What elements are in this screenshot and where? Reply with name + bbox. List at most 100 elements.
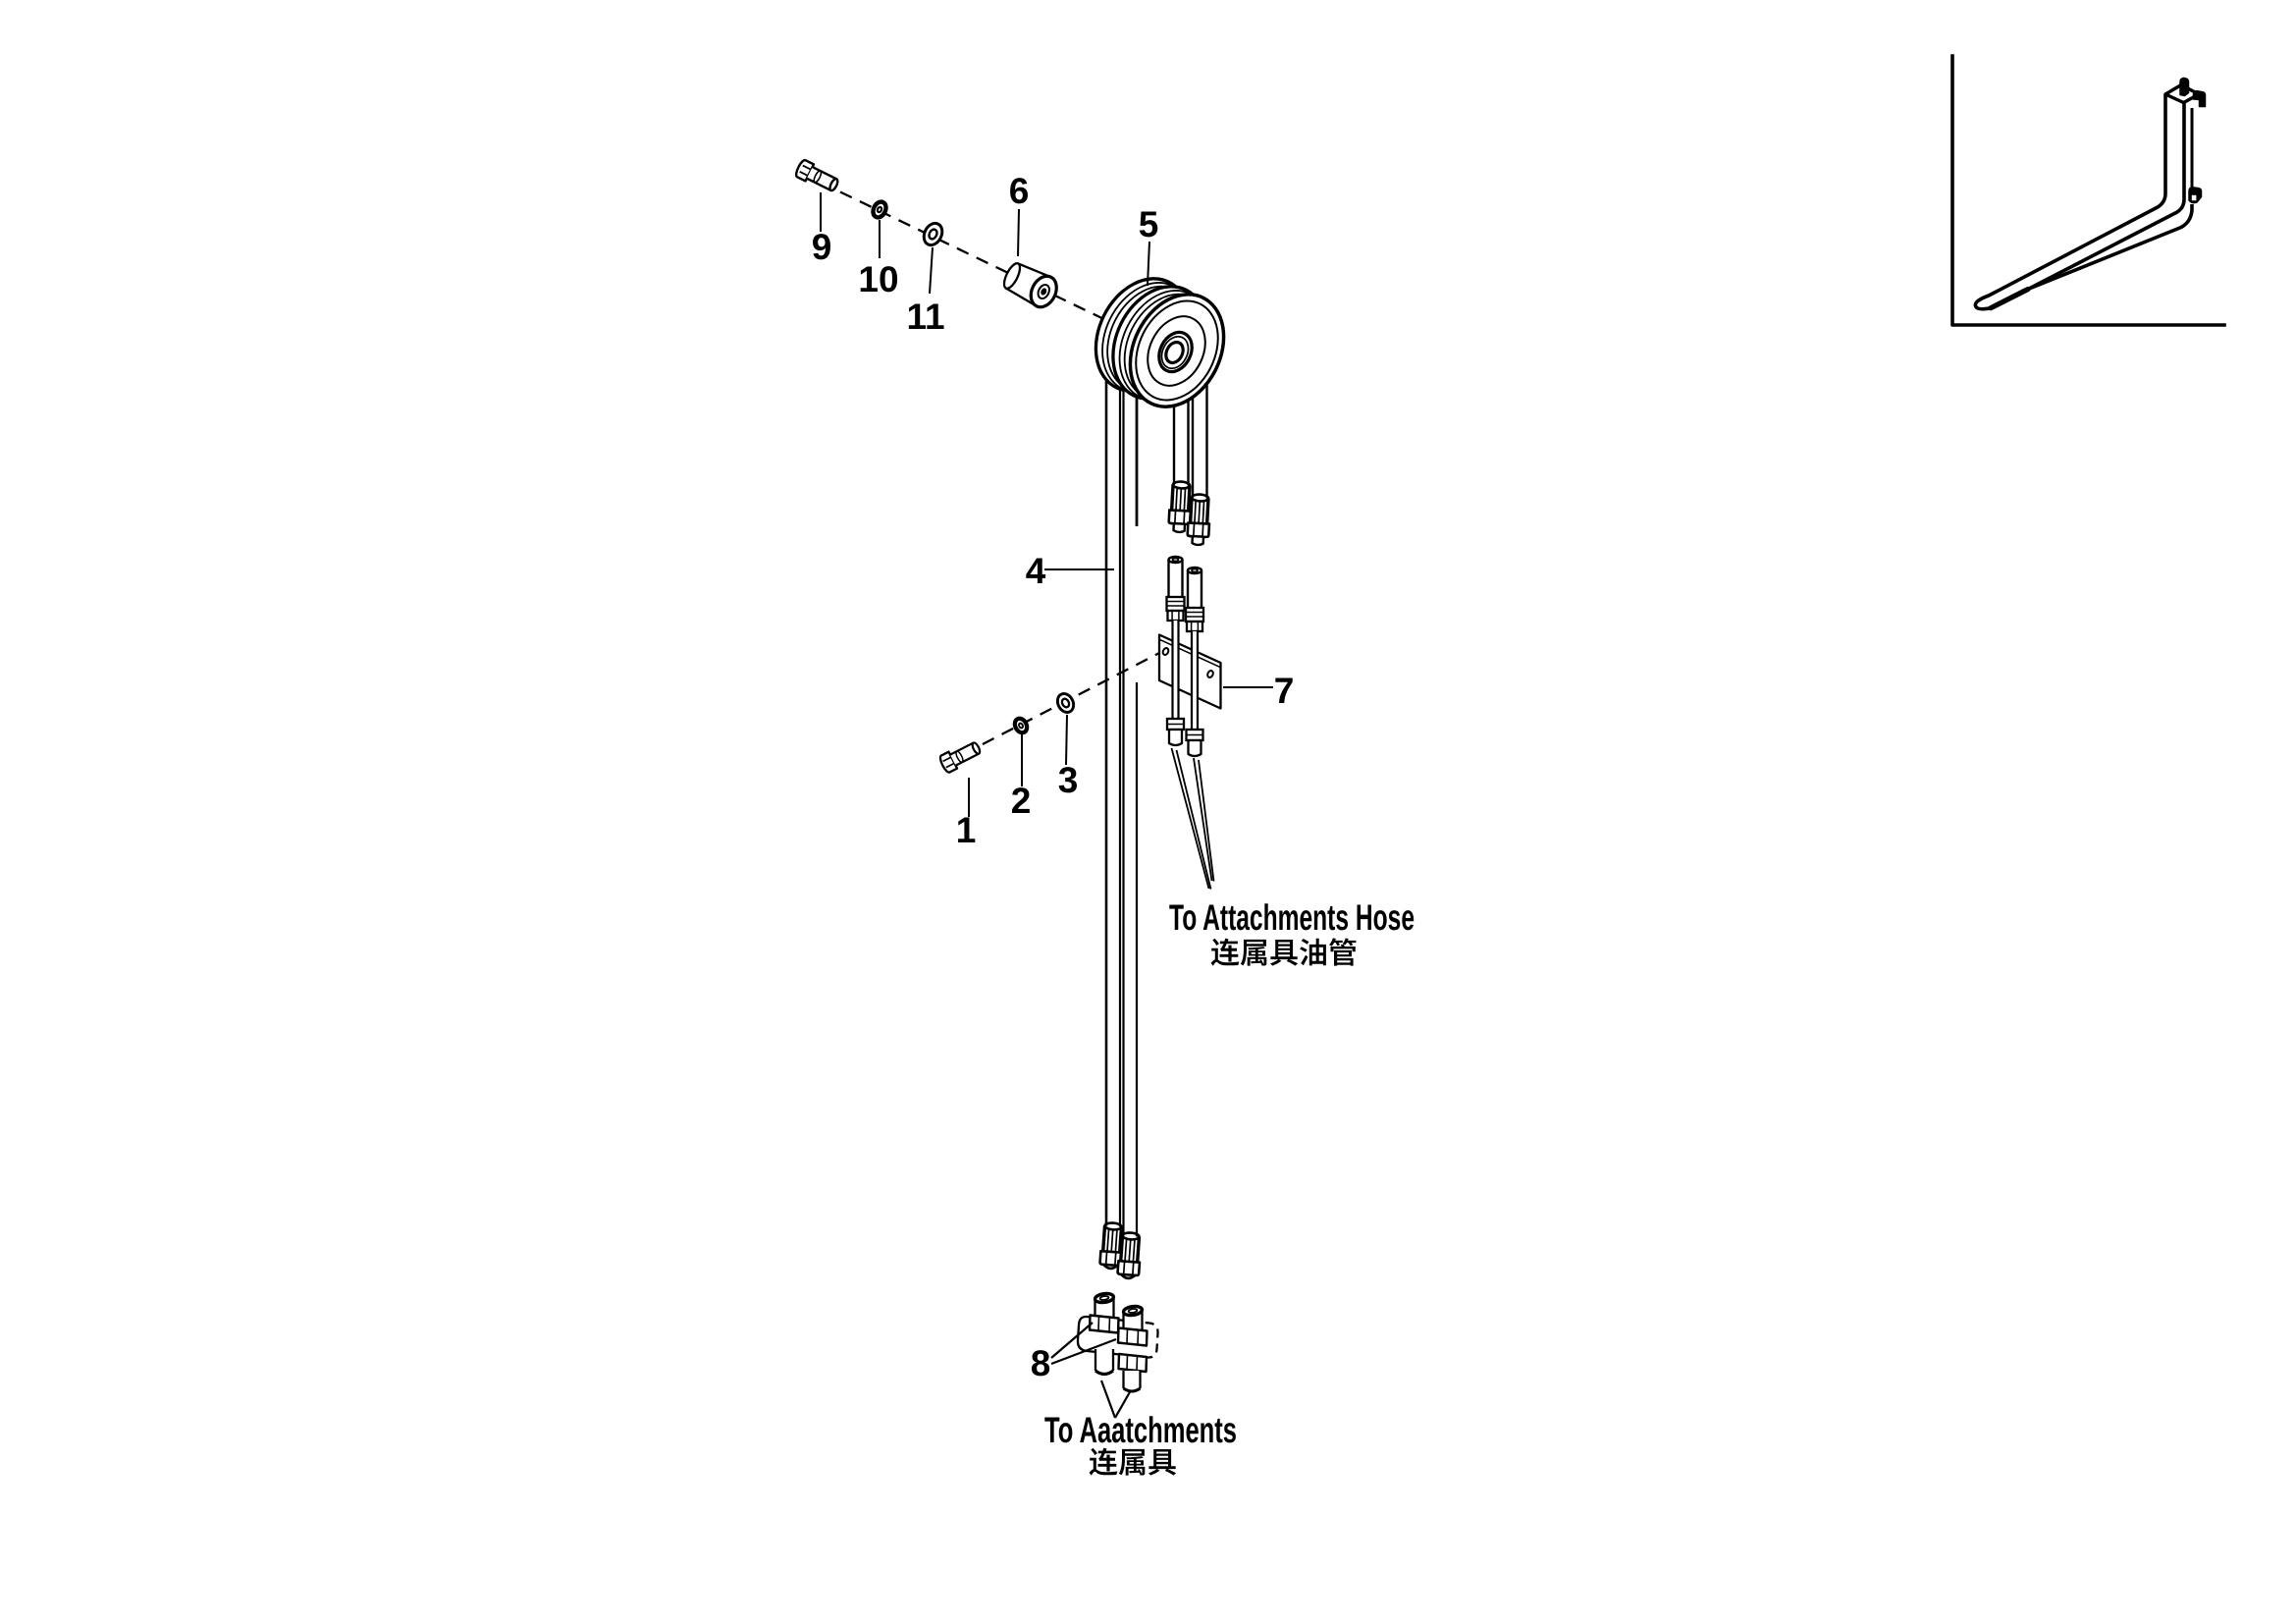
inset-corner-frame <box>1950 54 2226 327</box>
path-stroke <box>1191 534 1205 547</box>
line-stroke <box>1110 1228 1114 1252</box>
path-stroke <box>1095 1369 1114 1377</box>
white-fill-shape <box>1188 570 1201 608</box>
line-stroke <box>942 756 952 763</box>
line-stroke <box>1169 484 1175 511</box>
line-stroke <box>1128 1238 1132 1262</box>
fork-inset-panel <box>1950 54 2226 327</box>
callout-11-leader <box>929 246 934 295</box>
line-stroke <box>1106 1228 1110 1252</box>
callout-7: 7 <box>1274 671 1295 711</box>
line-stroke <box>799 170 809 177</box>
line-stroke <box>1175 487 1178 511</box>
ellipse-stroke <box>1037 283 1050 300</box>
ellipse-stroke <box>828 177 839 192</box>
line-stroke <box>1198 759 1215 882</box>
ellipse-stroke <box>1060 697 1071 709</box>
callout-3: 3 <box>1058 760 1079 800</box>
line-stroke <box>1099 1380 1117 1419</box>
callout-5-leader <box>1147 241 1150 287</box>
line-stroke <box>1119 1235 1125 1262</box>
path-stroke <box>1172 521 1187 534</box>
white-fill-shape <box>2191 194 2197 201</box>
line-stroke <box>949 741 975 756</box>
hose-d-end-fitting <box>1186 493 1211 547</box>
line-stroke <box>1158 638 1221 669</box>
line-stroke <box>1188 497 1194 523</box>
line-stroke <box>1137 1329 1140 1345</box>
line-stroke <box>1132 1239 1136 1263</box>
ellipse-stroke <box>955 750 964 764</box>
hose-a-end-fitting <box>1098 1221 1124 1271</box>
path-stroke <box>1116 1259 1142 1277</box>
path-stroke <box>794 158 816 183</box>
ellipse-stroke <box>1191 568 1199 573</box>
callout-8-leader-b <box>1050 1337 1117 1366</box>
line-stroke <box>1124 1238 1128 1262</box>
line-stroke <box>1204 498 1210 524</box>
ellipse-stroke <box>1012 716 1030 735</box>
path-stroke <box>1117 1352 1148 1374</box>
line-stroke <box>1126 1354 1129 1371</box>
callout-8: 8 <box>1031 1343 1051 1383</box>
pulley-bore <box>1164 340 1185 365</box>
ellipse-stroke <box>813 170 823 184</box>
callout-9: 9 <box>812 227 832 267</box>
path-stroke <box>2027 102 2186 292</box>
ellipse-stroke <box>1018 722 1024 730</box>
path-stroke <box>1102 1264 1119 1271</box>
fork-top-hook <box>2179 77 2190 97</box>
cjk-glyph <box>1270 940 1299 966</box>
fitting-segment <box>1184 606 1205 623</box>
white-fill-shape <box>806 167 837 190</box>
pipe-fitting-left <box>1165 555 1186 747</box>
line-stroke <box>1097 1316 1100 1331</box>
pointer-to-attachments-hose <box>1170 747 1215 890</box>
line-stroke <box>1183 511 1186 524</box>
ellipse-stroke <box>1161 647 1170 656</box>
ellipse-stroke <box>1127 1308 1139 1314</box>
white-fill-shape <box>1123 1371 1141 1388</box>
line-stroke <box>1131 1262 1135 1275</box>
annotation-attachments-hose-en: To Attachments Hose <box>1169 897 1415 938</box>
ellipse-stroke <box>1147 315 1206 387</box>
ellipse-stroke <box>1098 1295 1110 1301</box>
cjk-glyph <box>1240 939 1267 966</box>
washer-11 <box>922 221 944 247</box>
line-stroke <box>1104 1251 1108 1266</box>
white-fill-shape <box>1172 621 1179 719</box>
line-stroke <box>1201 501 1205 524</box>
bolt-1 <box>938 741 982 774</box>
path-stroke <box>1122 1386 1142 1393</box>
path-stroke <box>1187 738 1202 758</box>
hose-b-end-fitting <box>1116 1231 1142 1280</box>
line-stroke <box>1114 1229 1118 1253</box>
line-stroke <box>1198 500 1201 524</box>
cjk-glyph <box>1118 1448 1146 1476</box>
path-stroke <box>1973 94 2167 311</box>
washer-10 <box>871 199 888 220</box>
white-fill-shape <box>949 742 980 766</box>
path-stroke <box>1186 521 1211 539</box>
manifold-8 <box>1076 1291 1159 1393</box>
callout-6-leader <box>1017 208 1020 257</box>
line-stroke <box>812 165 837 181</box>
ellipse-stroke <box>1206 670 1214 678</box>
callout-3-leader <box>1065 714 1068 766</box>
annotation-attachments-zh <box>1089 1447 1177 1476</box>
line-stroke <box>955 752 980 767</box>
line-stroke <box>1183 488 1187 512</box>
line-stroke <box>1192 522 1196 537</box>
line-stroke <box>945 762 955 769</box>
washer-3 <box>1055 692 1076 714</box>
cjk-glyph <box>1148 1449 1177 1476</box>
path-stroke <box>1988 286 2031 311</box>
callout-8-leader-a <box>1050 1322 1094 1359</box>
washer-2 <box>1012 716 1030 735</box>
line-stroke <box>1170 747 1210 890</box>
ellipse-stroke <box>876 205 883 214</box>
clamp-plate-7 <box>1157 633 1222 710</box>
hoses-4 <box>1104 334 1208 1240</box>
